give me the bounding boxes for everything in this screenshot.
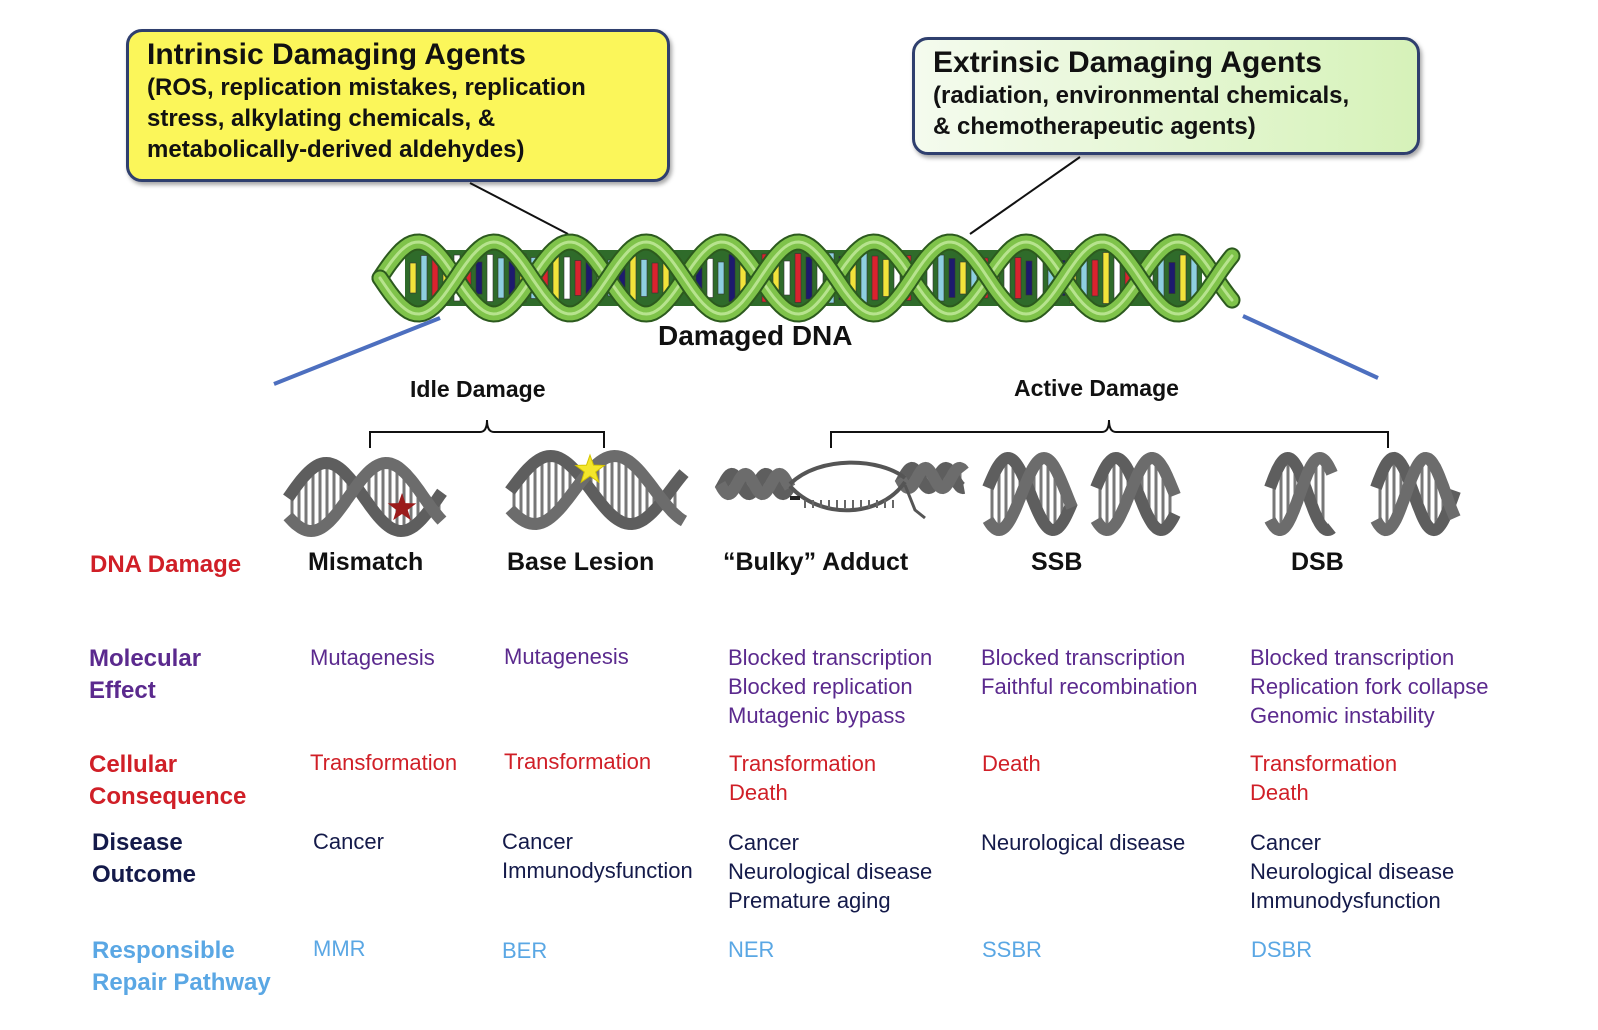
mini-strand: [714, 467, 796, 501]
base-pair: [948, 258, 956, 298]
base-pair: [959, 261, 967, 295]
base-pair: [1102, 252, 1110, 304]
base-pair: [937, 254, 945, 302]
repair-pathway-dsb: DSBR: [1251, 937, 1313, 962]
damage-type-mismatch: Mismatch: [308, 548, 424, 576]
base-pair: [1168, 262, 1176, 294]
base-pair: [409, 262, 417, 294]
repair-pathway-ssb: SSBR: [982, 937, 1042, 962]
base-pair: [1091, 259, 1099, 297]
intrinsic-connector: [469, 182, 569, 235]
base-pair: [640, 259, 648, 297]
zoom-line-right: [1242, 314, 1379, 380]
mini-strand: [1370, 451, 1461, 537]
active-damage-bracket: [830, 419, 1389, 448]
base-pair: [717, 261, 725, 295]
bulky-loop-top: [788, 460, 907, 486]
base-lesion-star-icon: [574, 453, 606, 484]
disease-outcome-bulky-adduct: Cancer Neurological disease Premature ag…: [728, 830, 933, 913]
idle-damage-label: Idle Damage: [410, 376, 546, 402]
row-label-cellular-consequence: Cellular Consequence: [89, 751, 247, 810]
ssb-dna-icon: [982, 451, 1181, 537]
cellular-consequence-dsb: Transformation Death: [1250, 751, 1398, 805]
base-pair: [475, 261, 483, 295]
base-pair: [794, 253, 802, 303]
helix-backbone-highlight: [378, 240, 1234, 316]
damage-type-ssb: SSB: [1031, 548, 1083, 576]
adduct-mark: [790, 496, 800, 500]
row-label-molecular-effect: Molecular Effect: [89, 645, 202, 704]
extrinsic-agents-title: Extrinsic Damaging Agents: [933, 46, 1322, 79]
mini-strand: [1264, 451, 1338, 536]
mini-strand: [894, 461, 969, 495]
molecular-effect-mismatch: Mutagenesis: [310, 645, 435, 670]
zoom-line-left: [273, 316, 441, 386]
idle-damage-bracket: [369, 419, 605, 448]
base-pair: [1025, 260, 1033, 296]
extrinsic-agents-list: (radiation, environmental chemicals, & c…: [933, 82, 1350, 140]
row-label-repair-pathway: Responsible Repair Pathway: [92, 937, 271, 996]
base-pair: [1179, 254, 1187, 302]
mini-strand: [505, 449, 689, 531]
mini-strand: [283, 456, 447, 538]
bulky-adduct-dna-icon: [714, 460, 969, 520]
damage-type-base-lesion: Base Lesion: [507, 548, 655, 576]
molecular-effect-bulky-adduct: Blocked transcription Blocked replicatio…: [728, 645, 933, 728]
repair-pathway-mismatch: MMR: [313, 936, 366, 961]
damaged-dna-label: Damaged DNA: [658, 320, 853, 351]
base-pair: [651, 262, 659, 294]
extrinsic-agents-box: Extrinsic Damaging Agents (radiation, en…: [912, 37, 1420, 155]
base-pair: [783, 260, 791, 296]
mismatch-dna-icon: [283, 456, 447, 538]
base-pair: [706, 258, 714, 298]
mismatch-star-icon: [387, 493, 417, 521]
row-label-disease-outcome: Disease Outcome: [92, 829, 197, 888]
base-pair: [497, 257, 505, 299]
base-pair: [486, 254, 494, 302]
base-pair: [574, 260, 582, 296]
bulky-loop-bottom: [788, 480, 907, 513]
base-pair: [1014, 257, 1022, 299]
molecular-effect-base-lesion: Mutagenesis: [504, 644, 629, 669]
row-label-dna-damage: DNA Damage: [90, 551, 242, 578]
helix-backbone-highlight: [378, 240, 1234, 316]
intrinsic-agents-box: Intrinsic Damaging Agents (ROS, replicat…: [126, 29, 670, 182]
molecular-effect-ssb: Blocked transcription Faithful recombina…: [981, 645, 1198, 699]
base-lesion-dna-icon: [505, 449, 689, 531]
base-pair: [805, 256, 813, 300]
disease-outcome-ssb: Neurological disease: [981, 830, 1186, 855]
repair-pathway-bulky-adduct: NER: [728, 937, 775, 962]
mini-strand: [283, 456, 447, 538]
repair-pathway-base-lesion: BER: [502, 938, 548, 963]
mini-strand: [982, 451, 1078, 537]
disease-outcome-dsb: Cancer Neurological disease Immunodysfun…: [1250, 830, 1455, 913]
base-pair: [882, 259, 890, 297]
cellular-consequence-bulky-adduct: Transformation Death: [729, 751, 877, 805]
cellular-consequence-mismatch: Transformation: [310, 750, 458, 775]
cellular-consequence-base-lesion: Transformation: [504, 749, 652, 774]
intrinsic-agents-title: Intrinsic Damaging Agents: [147, 38, 526, 71]
mini-strand: [1370, 451, 1461, 537]
cellular-consequence-ssb: Death: [982, 751, 1041, 776]
molecular-effect-dsb: Blocked transcription Replication fork c…: [1250, 645, 1489, 728]
disease-outcome-base-lesion: Cancer Immunodysfunction: [502, 829, 693, 883]
active-damage-label: Active Damage: [1014, 375, 1179, 401]
mini-strand: [505, 449, 688, 531]
intrinsic-agents-list: (ROS, replication mistakes, replication …: [147, 74, 586, 163]
base-pair: [871, 255, 879, 301]
base-pair: [563, 256, 571, 300]
mini-strand: [982, 451, 1078, 537]
damage-type-bulky-adduct: “Bulky” Adduct: [723, 548, 909, 576]
base-pair: [420, 255, 428, 301]
disease-outcome-mismatch: Cancer: [313, 829, 384, 854]
mini-strand: [1090, 452, 1181, 537]
bulky-tail: [903, 484, 926, 520]
extrinsic-connector: [969, 156, 1081, 235]
damage-type-dsb: DSB: [1291, 548, 1344, 576]
dsb-dna-icon: [1264, 451, 1461, 537]
